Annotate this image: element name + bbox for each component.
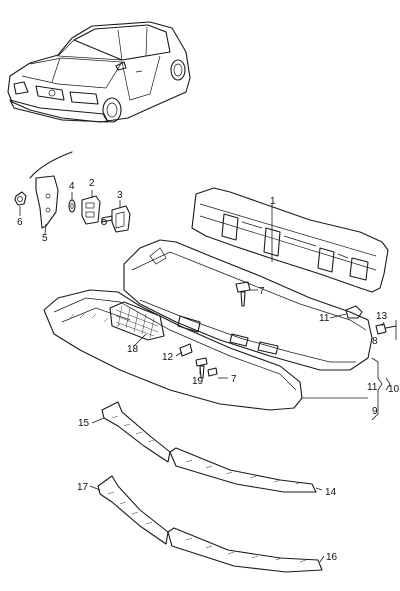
callout-4: 4 [69, 181, 75, 192]
guide-part-2 [81, 195, 101, 225]
callout-10: 10 [388, 384, 400, 395]
lower-spoiler [43, 289, 303, 411]
callout-6: 6 [17, 217, 23, 228]
callout-19: 19 [192, 376, 204, 387]
callout-11-upper: 11 [319, 313, 330, 324]
callout-3: 3 [117, 190, 123, 201]
callout-13: 13 [376, 311, 388, 322]
screw-part-19 [195, 357, 208, 379]
bracket-part-5 [29, 151, 73, 229]
trim-strip-part-17-16 [97, 475, 323, 573]
bumper-cover [123, 239, 373, 371]
leader-lines [19, 190, 391, 563]
washer-part-4 [68, 199, 76, 213]
screw-part-7-upper [235, 281, 251, 307]
clip-part-11 [345, 305, 363, 319]
nut-part-6 [14, 191, 27, 206]
screw-part-7-lower [207, 367, 218, 377]
callout-14: 14 [325, 487, 337, 498]
callout-2: 2 [89, 178, 95, 189]
callout-15: 15 [78, 418, 90, 429]
callout-labels: 1 2 3 4 5 6 7 8 9 10 11 11 12 13 14 15 1… [17, 178, 400, 563]
callout-11-lower: 11 [367, 382, 378, 393]
callout-8: 8 [372, 336, 378, 347]
callout-9: 9 [372, 406, 378, 417]
clip-part-3 [100, 205, 131, 233]
screw-part-13 [375, 320, 397, 340]
callout-5: 5 [42, 233, 48, 244]
grille-insert-part-18 [109, 301, 165, 341]
callout-17: 17 [77, 482, 89, 493]
trim-strip-part-15-14 [101, 401, 317, 493]
callout-7-lower: 7 [231, 374, 237, 385]
clip-part-12 [179, 343, 193, 357]
callout-7-upper: 7 [259, 286, 265, 297]
bumper-carrier-part-1 [191, 187, 389, 293]
callout-1: 1 [270, 196, 276, 207]
callout-12: 12 [162, 352, 174, 363]
callout-18: 18 [127, 344, 139, 355]
car-illustration [7, 21, 191, 123]
callout-16: 16 [326, 552, 338, 563]
